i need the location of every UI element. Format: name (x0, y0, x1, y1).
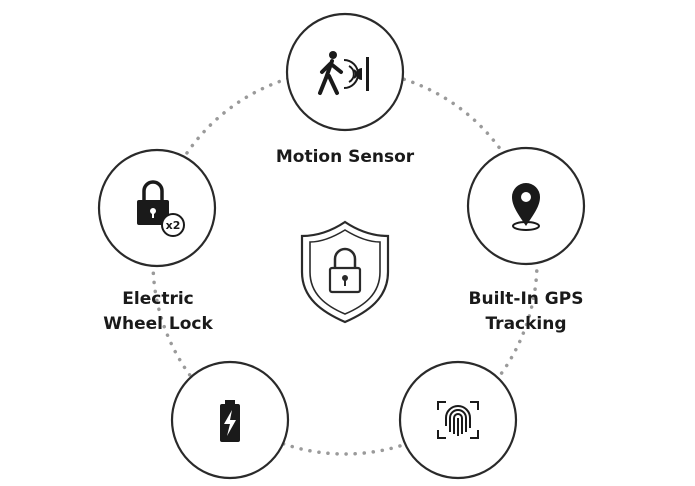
feature-label: Wheel Lock (103, 314, 213, 334)
motion-sensor-icon (318, 51, 369, 95)
feature-label: Tracking (485, 314, 566, 334)
battery-charging-icon (220, 400, 240, 442)
feature-label: Motion Sensor (276, 147, 415, 167)
feature-motion-sensor: Motion Sensor (276, 12, 415, 167)
feature-label: Electric (122, 289, 193, 309)
feature-electric-wheel-lock: x2 Electric Wheel Lock (97, 148, 217, 334)
padlock-x2-icon: x2 (137, 180, 185, 237)
map-pin-icon (512, 183, 540, 231)
shield-lock-icon (300, 220, 390, 324)
feature-battery (170, 360, 290, 480)
feature-gps-tracking: Built-In GPS Tracking (466, 146, 586, 334)
fingerprint-icon (437, 401, 479, 439)
x2-badge: x2 (166, 219, 181, 232)
feature-label: Built-In GPS (469, 289, 584, 309)
feature-fingerprint (398, 360, 518, 480)
